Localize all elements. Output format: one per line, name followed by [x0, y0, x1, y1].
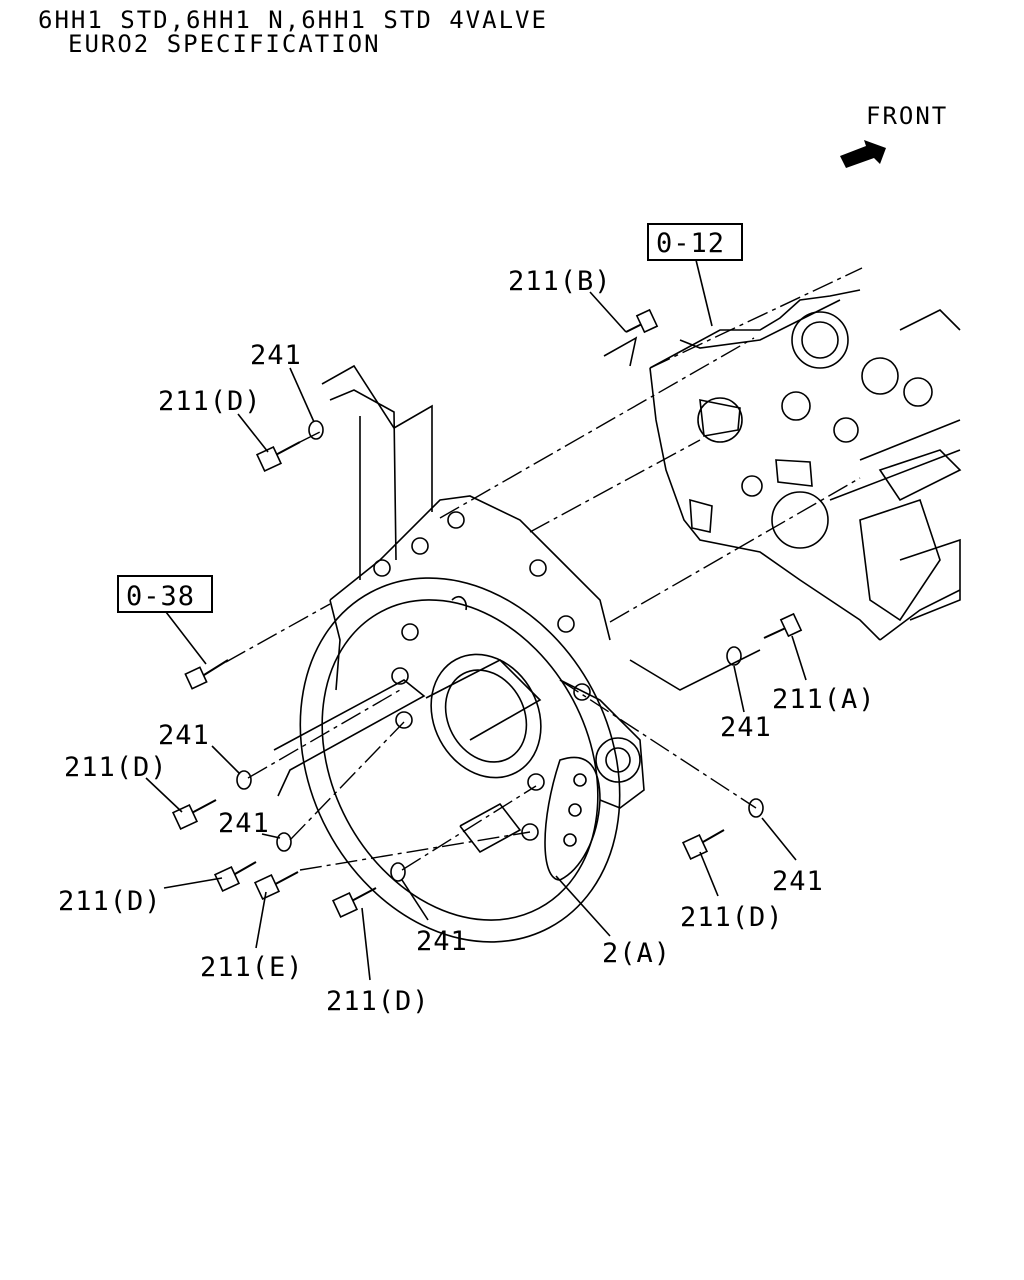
bolt-0-38-icon: [184, 659, 229, 690]
callout-2a: 2(A): [602, 938, 671, 969]
front-label: FRONT: [866, 102, 948, 130]
bolt-211a-icon: [763, 612, 803, 639]
callout-241-left1: 241: [158, 720, 210, 751]
title-spec-line: EURO2 SPECIFICATION: [68, 30, 381, 58]
cylinder-block: [649, 267, 962, 641]
ref-box-0-38: [117, 575, 213, 613]
callout-211d-top: 211(D): [158, 386, 262, 417]
washer-241-right-icon: [748, 798, 764, 818]
washer-241-left2-icon: [276, 832, 292, 852]
callout-211a: 211(A): [772, 684, 876, 715]
callout-241-bottom: 241: [416, 926, 468, 957]
callout-211d-left2: 211(D): [58, 886, 162, 917]
bolt-211d-right-icon: [681, 829, 725, 861]
ref-0-12-label: 0-12: [656, 228, 725, 259]
bolt-211d-left2-icon: [213, 861, 257, 893]
washer-241-bottom-icon: [390, 862, 406, 882]
callout-241-left2: 241: [218, 808, 270, 839]
callout-211b: 211(B): [508, 266, 612, 297]
bolt-211e-icon: [253, 871, 299, 901]
title-model-line: 6HH1 STD,6HH1 N,6HH1 STD 4VALVE: [38, 6, 548, 34]
assembly-guide-lines: [225, 336, 861, 871]
ref-box-0-12: [647, 223, 743, 261]
callout-241-top: 241: [250, 340, 302, 371]
bolt-211b-icon: [625, 308, 659, 334]
washer-241-top-icon: [308, 420, 324, 440]
callout-241-right: 241: [772, 866, 824, 897]
front-arrow-icon: [840, 140, 886, 168]
callout-211d-right: 211(D): [680, 902, 784, 933]
washer-241-mid-icon: [726, 646, 742, 666]
ref-0-38-label: 0-38: [126, 581, 195, 612]
bolt-211d-bottom-icon: [331, 887, 377, 919]
bolt-211d-left1-icon: [171, 799, 217, 831]
callout-211d-bottom: 211(D): [326, 986, 430, 1017]
flywheel-housing: [299, 495, 645, 943]
bolt-211d-top-icon: [255, 441, 301, 473]
washer-241-left1-icon: [236, 770, 252, 790]
ref-0-38-leader: [165, 611, 207, 665]
callout-211d-left1: 211(D): [64, 752, 168, 783]
callout-241-mid: 241: [720, 712, 772, 743]
callout-211e: 211(E): [200, 952, 304, 983]
ref-0-12-leader: [695, 259, 713, 327]
